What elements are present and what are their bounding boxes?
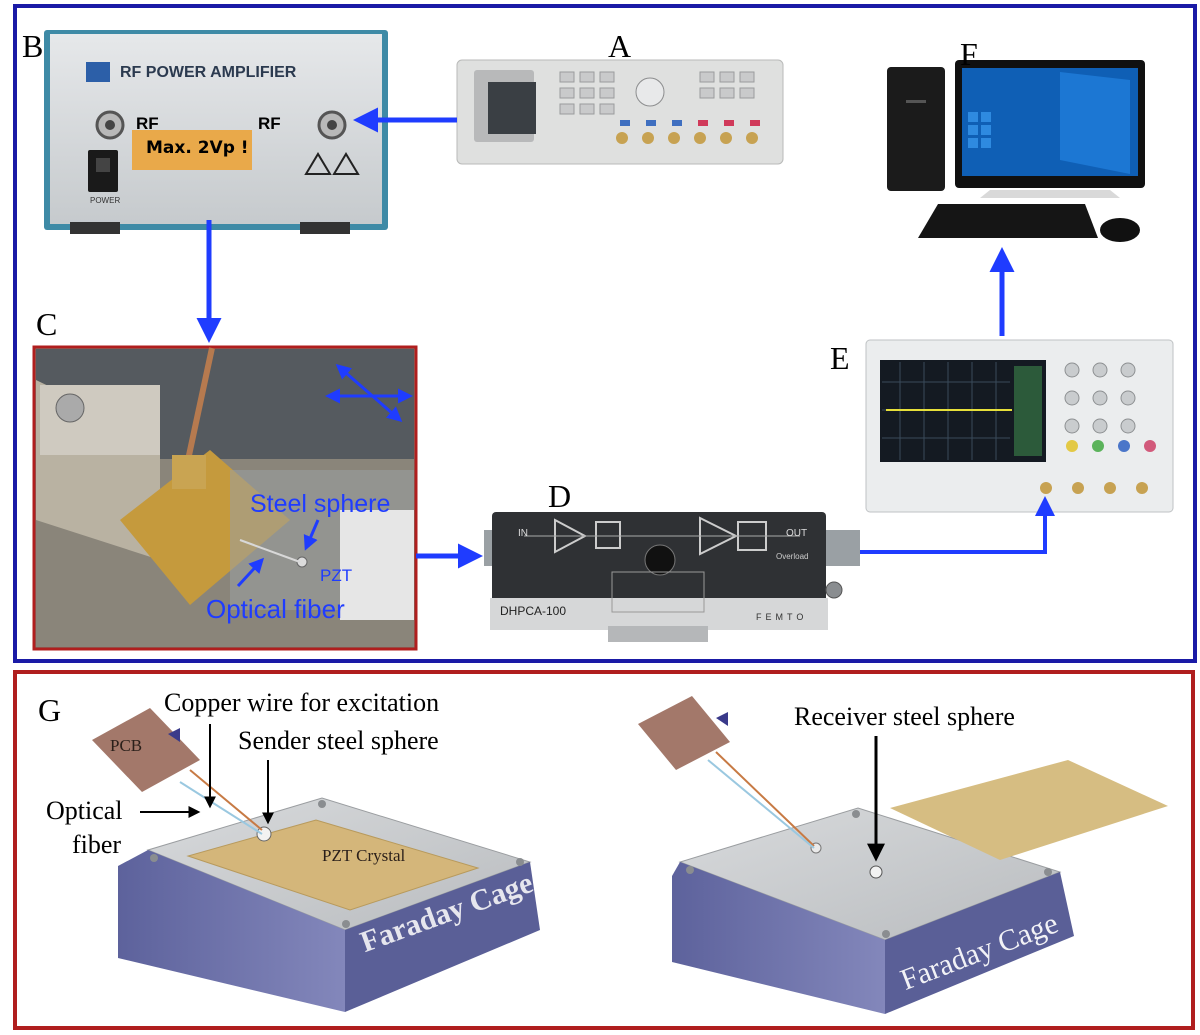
manufacturer-logo <box>86 62 110 82</box>
label-f: F <box>960 36 978 72</box>
warning-icon <box>304 152 332 175</box>
preamp-model: DHPCA-100 <box>500 604 567 618</box>
pc-tower <box>887 67 945 191</box>
label-a: A <box>608 28 632 64</box>
preamp-in: IN <box>518 528 528 539</box>
receiver-sphere-label: Receiver steel sphere <box>794 702 1015 731</box>
pzt-plate-side <box>890 760 1168 860</box>
receiver-steel-sphere <box>869 865 883 879</box>
preamp-brand: FEMTO <box>756 612 808 622</box>
sensor-photo <box>32 345 418 651</box>
sender-steel-sphere <box>256 826 272 842</box>
tape-note <box>132 130 252 170</box>
faraday-cage-sender <box>92 708 540 1012</box>
label-d: D <box>548 478 572 514</box>
tape-note-text: Max. 2Vp ! <box>146 138 249 158</box>
optical-fiber-label-2: fiber <box>72 830 122 859</box>
faraday-cage-receiver <box>638 696 1168 1014</box>
function-generator <box>456 59 784 165</box>
optical-fiber-label-1: Optical <box>46 796 123 825</box>
sender-sphere-label: Sender steel sphere <box>238 726 439 755</box>
signal-arrows <box>196 107 1055 569</box>
preamplifier-dhpca100 <box>484 512 860 642</box>
amplifier-title: RF POWER AMPLIFIER <box>120 64 297 81</box>
power-label: POWER <box>90 196 121 205</box>
mouse <box>1100 218 1140 242</box>
pzt-photo-label: PZT <box>320 566 353 585</box>
generator-knob <box>635 77 665 107</box>
pcb-label: PCB <box>110 736 143 755</box>
warning-icon-2 <box>332 152 360 175</box>
label-b: B <box>22 28 44 64</box>
keyboard <box>918 204 1098 238</box>
top-frame <box>13 4 1197 663</box>
steel-sphere <box>296 556 308 568</box>
label-c: C <box>36 306 58 342</box>
computer <box>887 60 1145 242</box>
bottom-frame <box>13 670 1195 1030</box>
rf-in-label: RF <box>136 114 159 133</box>
oscilloscope <box>865 339 1174 513</box>
gain-knob <box>644 544 676 576</box>
copper-cable <box>185 347 215 461</box>
sma-connector <box>172 455 206 489</box>
pzt-crystal <box>186 819 480 911</box>
pcb-plate <box>92 708 200 792</box>
rf-out-label: RF <box>258 114 281 133</box>
metal-block <box>40 385 160 455</box>
optical-fiber-photo-label: Optical fiber <box>206 594 345 624</box>
label-e: E <box>830 340 850 376</box>
preamp-out: OUT <box>786 528 808 539</box>
pzt-crystal-label: PZT Crystal <box>322 846 406 865</box>
pcb-plate-right <box>638 696 730 770</box>
generator-screen <box>488 82 536 134</box>
steel-sphere-label: Steel sphere <box>250 490 391 518</box>
label-g: G <box>38 692 62 728</box>
annotation-arrows <box>140 724 885 862</box>
rf-power-amplifier <box>44 30 388 234</box>
optical-fiber-line <box>179 781 263 835</box>
preamp-overload: Overload <box>776 552 809 561</box>
copper-wire <box>189 769 263 831</box>
copper-wire-label: Copper wire for excitation <box>164 688 440 717</box>
